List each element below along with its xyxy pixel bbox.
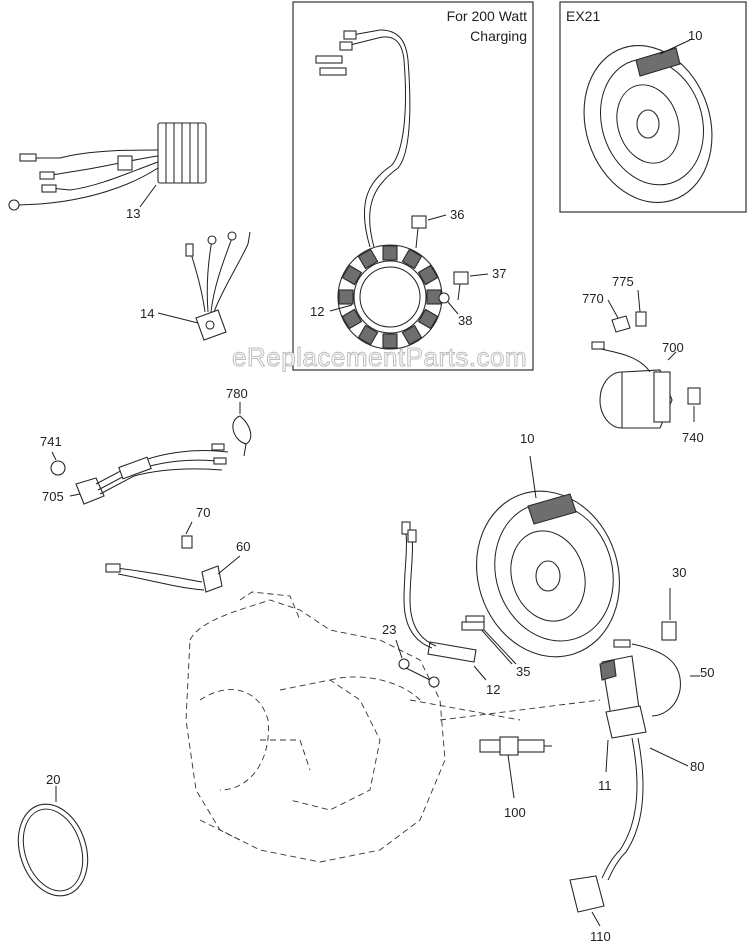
callout-10-inset: 10 [688, 28, 702, 43]
stator-tooth [382, 333, 398, 349]
callout-37: 37 [492, 266, 506, 281]
stator-tooth [417, 308, 439, 330]
callout-14: 14 [140, 306, 154, 321]
callout-12-inset: 12 [310, 304, 324, 319]
inset-frame-stator [292, 1, 534, 371]
part-20-gasket[interactable] [7, 786, 99, 905]
inset-stator-part-12[interactable] [315, 29, 489, 350]
stator-tooth [382, 245, 398, 261]
callout-13: 13 [126, 206, 140, 221]
inset-caption-line1: For 200 Watt [447, 8, 528, 24]
stator-tooth [401, 324, 423, 346]
callout-700: 700 [662, 340, 684, 355]
part-13-regulator[interactable] [8, 122, 207, 211]
part-705-harness[interactable] [50, 443, 229, 505]
part-110-plug-cap[interactable] [569, 875, 605, 927]
callout-20: 20 [46, 772, 60, 787]
part-700-starter[interactable] [591, 289, 701, 429]
inset-caption-line2: Charging [470, 28, 527, 44]
callout-70: 70 [196, 505, 210, 520]
part-12-charge-coil[interactable] [401, 521, 513, 681]
callout-770: 770 [582, 291, 604, 306]
stator-tooth [341, 308, 363, 330]
callout-110: 110 [590, 929, 611, 944]
callout-741: 741 [40, 434, 62, 449]
callout-775: 775 [612, 274, 634, 289]
part-60-lead[interactable] [105, 521, 241, 593]
part-10-flywheel[interactable] [455, 455, 640, 676]
part-11-ignition-coil[interactable] [599, 655, 647, 773]
callout-35: 35 [516, 664, 530, 679]
part-14-module[interactable] [157, 231, 251, 341]
stator-tooth [357, 324, 379, 346]
part-80-plug-lead[interactable] [601, 737, 689, 881]
callout-36: 36 [450, 207, 464, 222]
callout-labels: 13 14 12 36 37 38 10 775 770 700 740 780… [40, 28, 714, 944]
inset-frame-ex21 [559, 1, 747, 213]
callout-12: 12 [486, 682, 500, 697]
stator-tooth [357, 248, 379, 270]
callout-23: 23 [382, 622, 396, 637]
part-100-spark-plug[interactable] [479, 736, 552, 799]
stator-tooth [401, 248, 423, 270]
stator-tooth [338, 289, 354, 305]
inset-ex21-flywheel[interactable] [564, 29, 731, 219]
engine-block-phantom [185, 591, 601, 863]
stator-tooth [417, 264, 439, 286]
inset-200-watt-charging: For 200 Watt Charging [292, 1, 534, 371]
callout-100: 100 [504, 805, 526, 820]
stator-tooth [341, 264, 363, 286]
callout-705: 705 [42, 489, 64, 504]
part-30-50-ground[interactable] [613, 588, 700, 717]
callout-38: 38 [458, 313, 472, 328]
callout-11: 11 [598, 778, 612, 793]
callout-80: 80 [690, 759, 704, 774]
part-780-clip[interactable] [232, 402, 252, 457]
callout-50: 50 [700, 665, 714, 680]
callout-60: 60 [236, 539, 250, 554]
callout-740: 740 [682, 430, 704, 445]
callout-10: 10 [520, 431, 534, 446]
callout-30: 30 [672, 565, 686, 580]
part-23-terminal[interactable] [395, 639, 440, 688]
part-35-bolt[interactable] [461, 621, 517, 665]
callout-780: 780 [226, 386, 248, 401]
inset-ex21: EX21 [559, 1, 747, 213]
inset-ex21-caption: EX21 [566, 8, 600, 24]
watermark: eReplacementParts.com [232, 342, 527, 372]
